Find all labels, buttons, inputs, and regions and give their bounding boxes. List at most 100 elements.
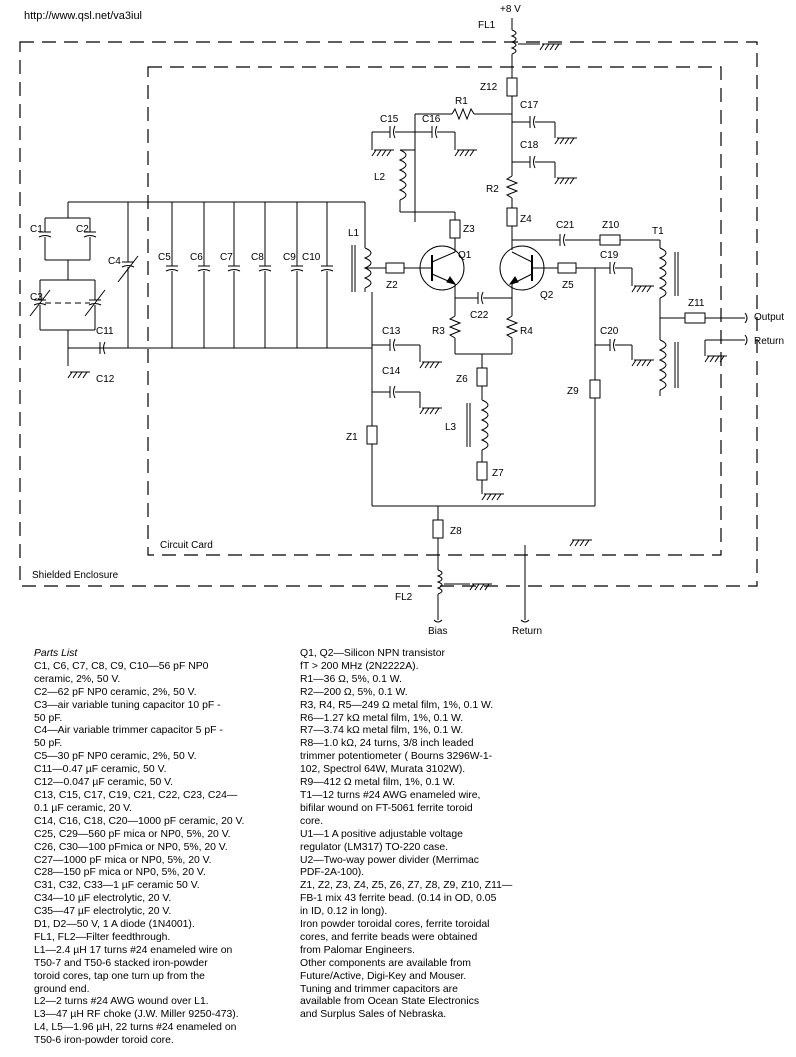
parts-list-line: U1—1 A positive adjustable voltage	[300, 828, 463, 840]
parts-list-line: T50-7 and T50-6 stacked iron-powder	[34, 957, 208, 969]
parts-list-line: R6—1.27 kΩ metal film, 1%, 0.1 W.	[300, 712, 464, 724]
label-c5: C5	[158, 252, 171, 263]
parts-list-line: toroid cores, tap one turn up from the	[34, 970, 205, 982]
parts-list-line: trimmer potentiometer ( Bourns 3296W-1-	[300, 751, 493, 763]
label-fl2: FL2	[395, 592, 413, 603]
parts-list-line: U2—Two-way power divider (Merrimac	[300, 854, 479, 866]
label-shielded-enclosure: Shielded Enclosure	[32, 570, 119, 581]
label-return1: Return	[754, 336, 784, 347]
parts-list-line: Iron powder toroidal cores, ferrite toro…	[300, 919, 490, 931]
label-l1: L1	[348, 228, 360, 239]
parts-list-line: cores, and ferrite beads were obtained	[300, 931, 478, 943]
parts-list-line: L4, L5—1.96 µH, 22 turns #24 enameled on	[34, 1022, 237, 1034]
parts-list-line: R1—36 Ω, 5%, 0.1 W.	[300, 673, 402, 685]
parts-list-line: ground end.	[34, 983, 90, 995]
label-q1: Q1	[458, 250, 472, 261]
source-url: http://www.qsl.net/va3iul	[24, 10, 143, 22]
label-c21: C21	[556, 220, 575, 231]
parts-list-line: fT > 200 MHz (2N2222A).	[300, 660, 419, 672]
label-l2: L2	[374, 172, 386, 183]
parts-list-line: and Surplus Sales of Nebraska.	[300, 1009, 447, 1021]
parts-list-line: C14, C16, C18, C20—1000 pF ceramic, 20 V…	[34, 815, 245, 827]
parts-list-line: L3—47 µH RF choke (J.W. Miller 9250-473)…	[34, 1009, 239, 1021]
parts-list-line: C12—0.047 µF ceramic, 50 V.	[34, 777, 174, 789]
parts-list-line: FB-1 mix 43 ferrite bead. (0.14 in OD, 0…	[300, 893, 497, 905]
parts-list-line: C3—air variable tuning capacitor 10 pF -	[34, 699, 221, 711]
parts-list-line: C25, C29—560 pF mica or NP0, 5%, 20 V.	[34, 828, 231, 840]
parts-list-line: bifilar wound on FT-5061 ferrite toroid	[300, 802, 473, 814]
parts-list-line: Other components are available from	[300, 957, 471, 969]
parts-list-line: C34—10 µF electrolytic, 20 V.	[34, 893, 172, 905]
parts-list-line: 50 pF.	[34, 712, 63, 724]
parts-list-line: C2—62 pF NP0 ceramic, 2%, 50 V.	[34, 686, 197, 698]
label-z4: Z4	[520, 214, 532, 225]
label-c7: C7	[220, 252, 233, 263]
parts-list-line: C35—47 µF electrolytic, 20 V.	[34, 906, 172, 918]
label-z10: Z10	[602, 220, 620, 231]
parts-list-line: 102, Spectrol 64W, Murata 3102W).	[300, 764, 466, 776]
parts-list-line: C27—1000 pF mica or NP0, 5%, 20 V.	[34, 854, 212, 866]
label-c18: C18	[520, 140, 539, 151]
parts-list-line: L2—2 turns #24 AWG wound over L1.	[34, 996, 209, 1008]
label-z6: Z6	[456, 374, 468, 385]
label-c22: C22	[470, 310, 489, 321]
parts-list-line: C13, C15, C17, C19, C21, C22, C23, C24—	[34, 789, 238, 801]
label-c3: C3	[30, 292, 43, 303]
label-fl1: FL1	[478, 20, 496, 31]
label-z3: Z3	[463, 224, 475, 235]
parts-list-line: available from Ocean State Electronics	[300, 996, 480, 1008]
parts-list-line: C4—Air variable trimmer capacitor 5 pF -	[34, 725, 223, 737]
circuit-card	[147, 66, 722, 556]
parts-list-line: Tuning and trimmer capacitors are	[300, 983, 458, 995]
label-bias: Bias	[428, 626, 447, 637]
label-l3: L3	[445, 422, 457, 433]
label-c6: C6	[190, 252, 203, 263]
shielded-enclosure	[19, 41, 758, 587]
parts-list-line: in ID, 0.12 in long).	[300, 906, 388, 918]
parts-list-line: PDF-2A-100).	[300, 867, 365, 879]
parts-list-line: L1—2.4 µH 17 turns #24 enameled wire on	[34, 944, 233, 956]
label-c11: C11	[96, 326, 114, 337]
label-z12: Z12	[480, 82, 498, 93]
label-z11: Z11	[688, 298, 705, 309]
parts-list-column-2: Q1, Q2—Silicon NPN transistor fT > 200 M…	[300, 648, 512, 1022]
label-z9: Z9	[567, 386, 579, 397]
label-z2: Z2	[386, 280, 398, 291]
parts-list-line: C5—30 pF NP0 ceramic, 2%, 50 V.	[34, 751, 197, 763]
label-c4: C4	[108, 256, 121, 267]
oscillator-schematic: +8 V FL1 Z12 R1 C15 C16 C17 C18 L2 R2 Z3…	[19, 4, 784, 637]
parts-list-line: ceramic, 2%, 50 V.	[34, 673, 121, 685]
label-z7: Z7	[492, 468, 504, 479]
parts-list-title: Parts List	[34, 648, 78, 659]
label-c9: C9	[283, 252, 296, 263]
label-return2: Return	[512, 626, 542, 637]
label-c10: C10	[302, 252, 321, 263]
parts-list-line: FL1, FL2—Filter feedthrough.	[34, 931, 171, 943]
parts-list-line: T50-6 iron-powder toroid core.	[34, 1035, 174, 1047]
parts-list-line: C1, C6, C7, C8, C9, C10—56 pF NP0	[34, 660, 209, 672]
label-c14: C14	[382, 366, 401, 377]
label-c2: C2	[76, 224, 89, 235]
parts-list-line: C31, C32, C33—1 µF ceramic 50 V.	[34, 880, 200, 892]
parts-list-line: C28—150 pF mica or NP0, 5%, 20 V.	[34, 867, 206, 879]
label-output: Output	[754, 312, 784, 323]
label-c1: C1	[30, 224, 43, 235]
label-c16: C16	[422, 114, 441, 125]
parts-list-line: R2—200 Ω, 5%, 0.1 W.	[300, 686, 408, 698]
label-circuit-card: Circuit Card	[160, 540, 213, 551]
parts-list-line: R7—3.74 kΩ metal film, 1%, 0.1 W.	[300, 725, 464, 737]
label-c13: C13	[382, 326, 401, 337]
label-c19: C19	[600, 250, 619, 261]
parts-list-line: core.	[300, 815, 324, 827]
label-c17: C17	[520, 100, 539, 111]
parts-list-line: C26, C30—100 pFmica or NP0, 5%, 20 V.	[34, 841, 228, 853]
label-z8: Z8	[450, 526, 462, 537]
label-z1: Z1	[346, 432, 358, 443]
parts-list-line: R9—412 Ω metal film, 1%, 0.1 W.	[300, 777, 456, 789]
label-c8: C8	[251, 252, 264, 263]
parts-list-line: Future/Active, Digi-Key and Mouser.	[300, 970, 467, 982]
label-q2: Q2	[540, 290, 554, 301]
parts-list-line: D1, D2—50 V, 1 A diode (1N4001).	[34, 919, 195, 931]
label-vcc: +8 V	[500, 4, 521, 15]
